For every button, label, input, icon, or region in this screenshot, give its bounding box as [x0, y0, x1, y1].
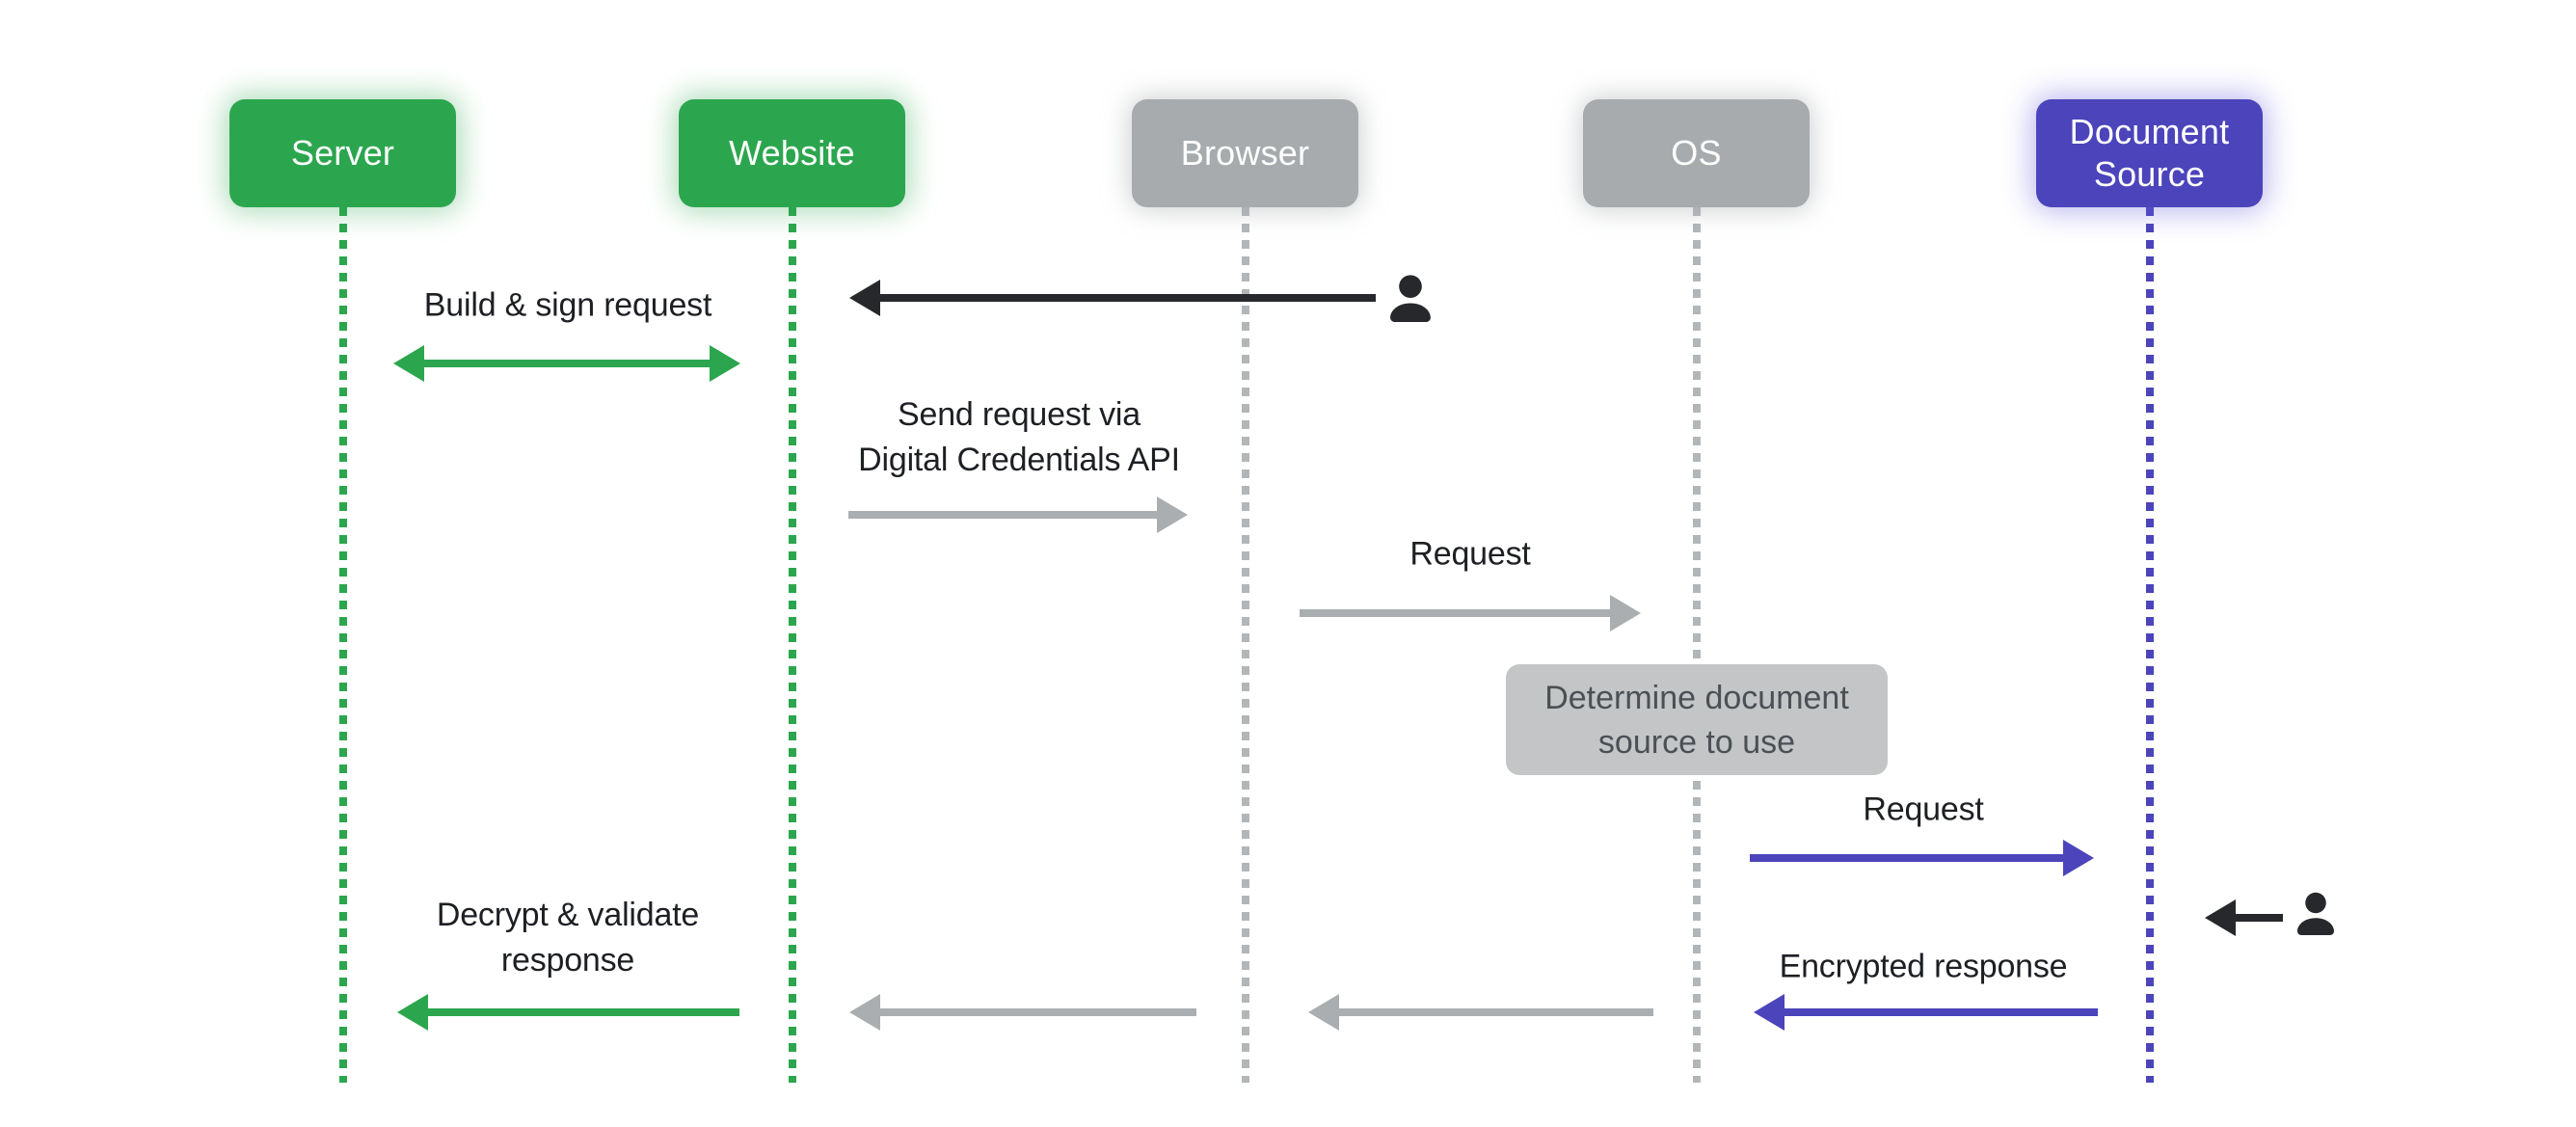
lifeline-browser [1242, 207, 1249, 1083]
message-label-request-os-docsource: Request [1863, 791, 1984, 828]
arrow-user-to-docsource [2205, 899, 2283, 936]
node-document-source: Document Source [2036, 99, 2263, 207]
message-label-decrypt-validate: Decrypt & validate response [436, 897, 700, 979]
arrow-encrypted-response [1754, 994, 2098, 1031]
user-icon [2287, 884, 2345, 948]
user-icon [1379, 259, 1442, 342]
node-browser: Browser [1132, 99, 1358, 207]
message-label-encrypted-response: Encrypted response [1779, 948, 2068, 985]
arrow-response-os-browser [1308, 994, 1653, 1031]
lifeline-server [339, 207, 347, 1083]
message-label-request-browser-os: Request [1409, 535, 1531, 573]
lifeline-website [789, 207, 796, 1083]
arrow-user-to-website [849, 280, 1376, 316]
arrow-decrypt-validate [397, 994, 739, 1031]
arrow-response-browser-website [849, 994, 1196, 1031]
node-server: Server [229, 99, 456, 207]
arrow-send-request [848, 496, 1188, 533]
arrow-request-os-docsource [1750, 840, 2094, 876]
node-website: Website [679, 99, 905, 207]
arrow-request-browser-os [1300, 595, 1641, 631]
lifeline-os [1693, 207, 1701, 1083]
lifeline-document-source [2146, 207, 2154, 1083]
message-label-send-request: Send request via Digital Credentials API [858, 396, 1180, 478]
node-os: OS [1583, 99, 1810, 207]
arrow-build-sign [393, 345, 740, 382]
message-label-build-sign: Build & sign request [423, 286, 712, 324]
process-box-determine-source: Determine document source to use [1506, 664, 1888, 775]
